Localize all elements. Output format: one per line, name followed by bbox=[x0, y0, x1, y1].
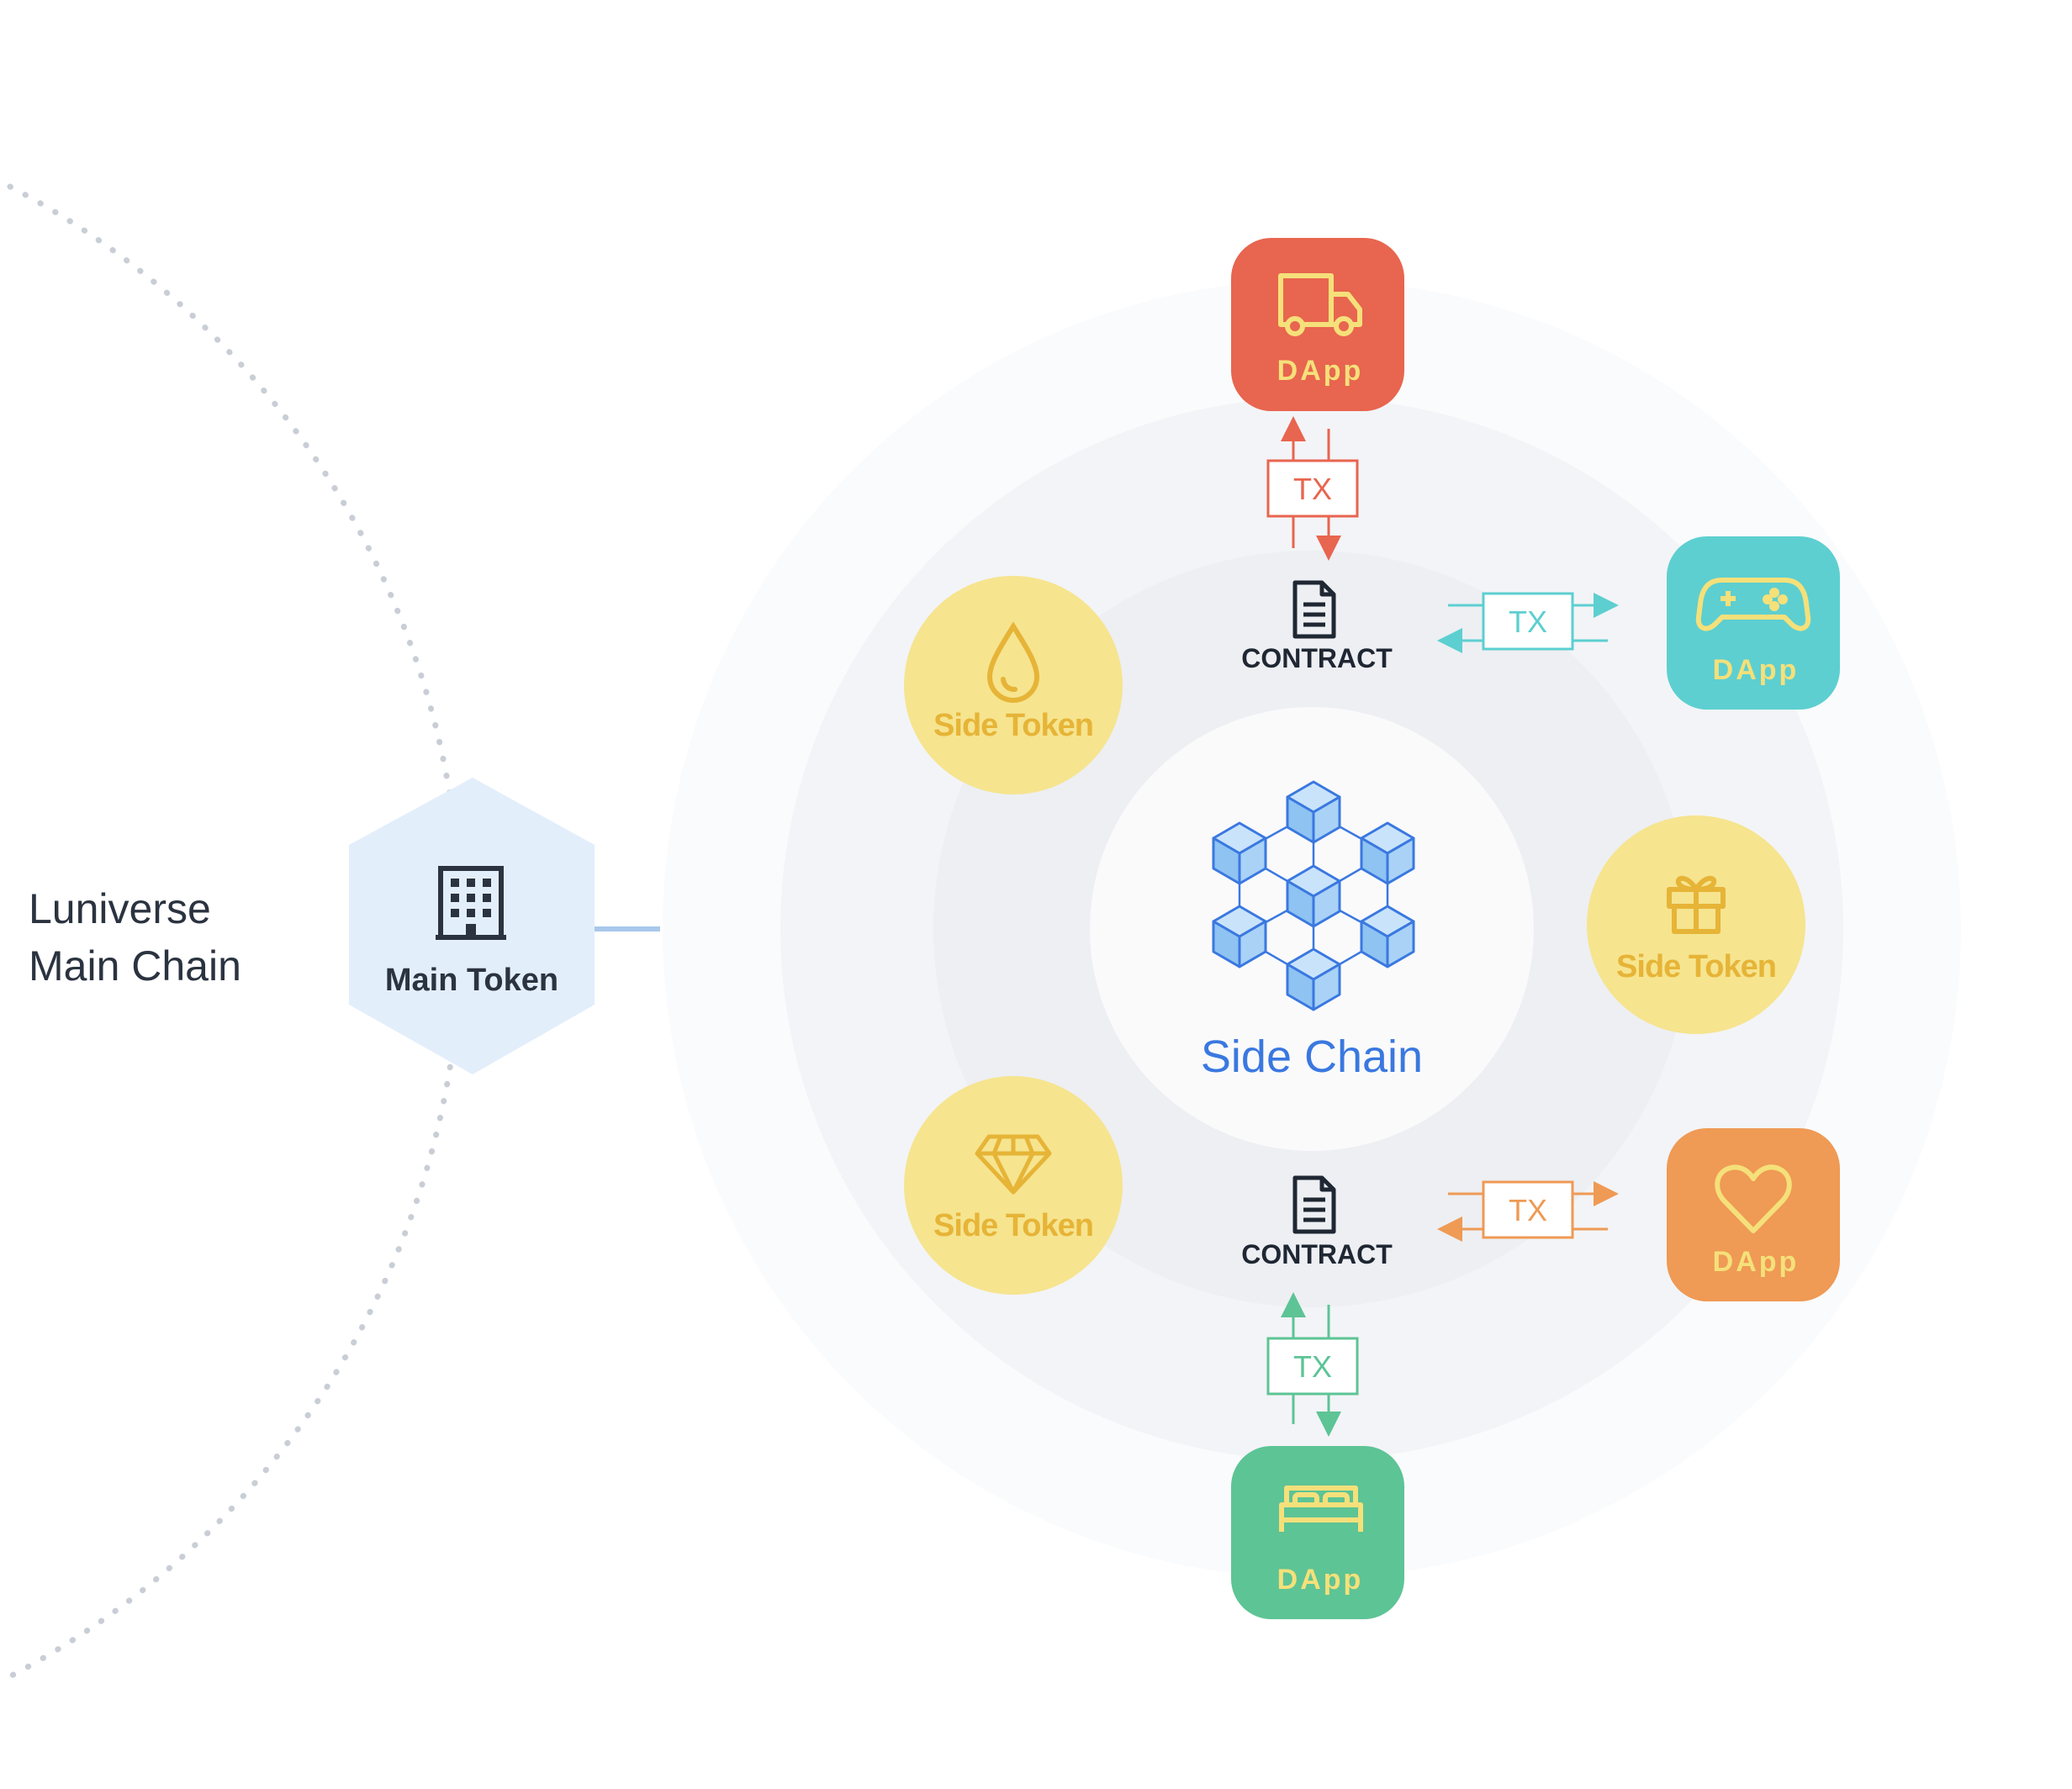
side-token-label: Side Token bbox=[933, 1208, 1093, 1243]
diamond-icon bbox=[975, 1134, 1052, 1195]
document-icon bbox=[1292, 1175, 1336, 1234]
main-chain-label-line1: Luniverse bbox=[29, 885, 211, 932]
transaction-top: TX bbox=[1266, 416, 1359, 561]
side-token-diamond: Side Token bbox=[904, 1076, 1123, 1295]
side-chain-core bbox=[1090, 707, 1534, 1151]
tx-label: TX bbox=[1509, 1193, 1547, 1227]
tx-label: TX bbox=[1293, 1349, 1332, 1384]
document-icon bbox=[1292, 580, 1336, 639]
building-icon bbox=[436, 866, 506, 940]
dapp-gamepad[interactable]: DApp bbox=[1667, 536, 1840, 710]
main-token-label: Main Token bbox=[385, 963, 558, 998]
drop-icon bbox=[986, 621, 1040, 703]
truck-icon bbox=[1278, 273, 1362, 336]
transaction-right-bottom: TX bbox=[1437, 1180, 1619, 1242]
dapp-heart[interactable]: DApp bbox=[1667, 1128, 1840, 1301]
tx-label: TX bbox=[1293, 472, 1332, 506]
dapp-bed[interactable]: DApp bbox=[1231, 1446, 1404, 1619]
dapp-label: DApp bbox=[1277, 1564, 1364, 1596]
dapp-label: DApp bbox=[1713, 1246, 1800, 1278]
dapp-label: DApp bbox=[1713, 654, 1800, 686]
contract-label-top: CONTRACT bbox=[1241, 643, 1393, 673]
side-chain-label: Side Chain bbox=[1201, 1032, 1423, 1082]
tx-label: TX bbox=[1509, 604, 1547, 639]
side-token-label: Side Token bbox=[933, 708, 1093, 743]
bed-icon bbox=[1279, 1486, 1363, 1532]
dapp-label: DApp bbox=[1277, 355, 1364, 387]
heart-icon bbox=[1715, 1164, 1792, 1233]
side-token-label: Side Token bbox=[1616, 949, 1776, 984]
transaction-bottom: TX bbox=[1266, 1292, 1359, 1437]
side-token-gift: Side Token bbox=[1587, 815, 1805, 1034]
gift-icon bbox=[1667, 875, 1726, 934]
blocks-network-icon bbox=[1212, 780, 1415, 1011]
gamepad-icon bbox=[1695, 578, 1811, 631]
contract-label-bottom: CONTRACT bbox=[1241, 1239, 1393, 1269]
dapp-truck[interactable]: DApp bbox=[1231, 238, 1404, 411]
transaction-right-top: TX bbox=[1437, 592, 1619, 653]
side-token-drop: Side Token bbox=[904, 576, 1123, 794]
main-chain-label-line2: Main Chain bbox=[29, 942, 241, 989]
